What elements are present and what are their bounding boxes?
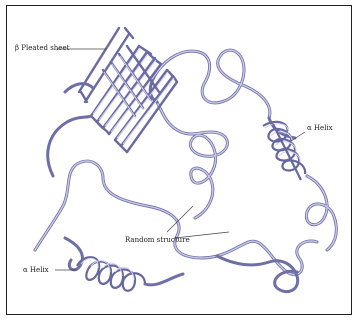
protein-structure-figure: β Pleated sheet α Helix Random structure… [6, 5, 352, 315]
label-alpha-helix-right: α Helix [307, 124, 333, 132]
label-beta-pleated-sheet: β Pleated sheet [15, 44, 70, 52]
alpha-helix-right [263, 122, 305, 180]
alpha-helix-left [77, 257, 183, 291]
label-alpha-helix-left: α Helix [23, 266, 49, 274]
label-random-structure: Random structure [125, 236, 190, 244]
protein-ribbon-diagram: β Pleated sheet α Helix Random structure… [7, 6, 353, 316]
